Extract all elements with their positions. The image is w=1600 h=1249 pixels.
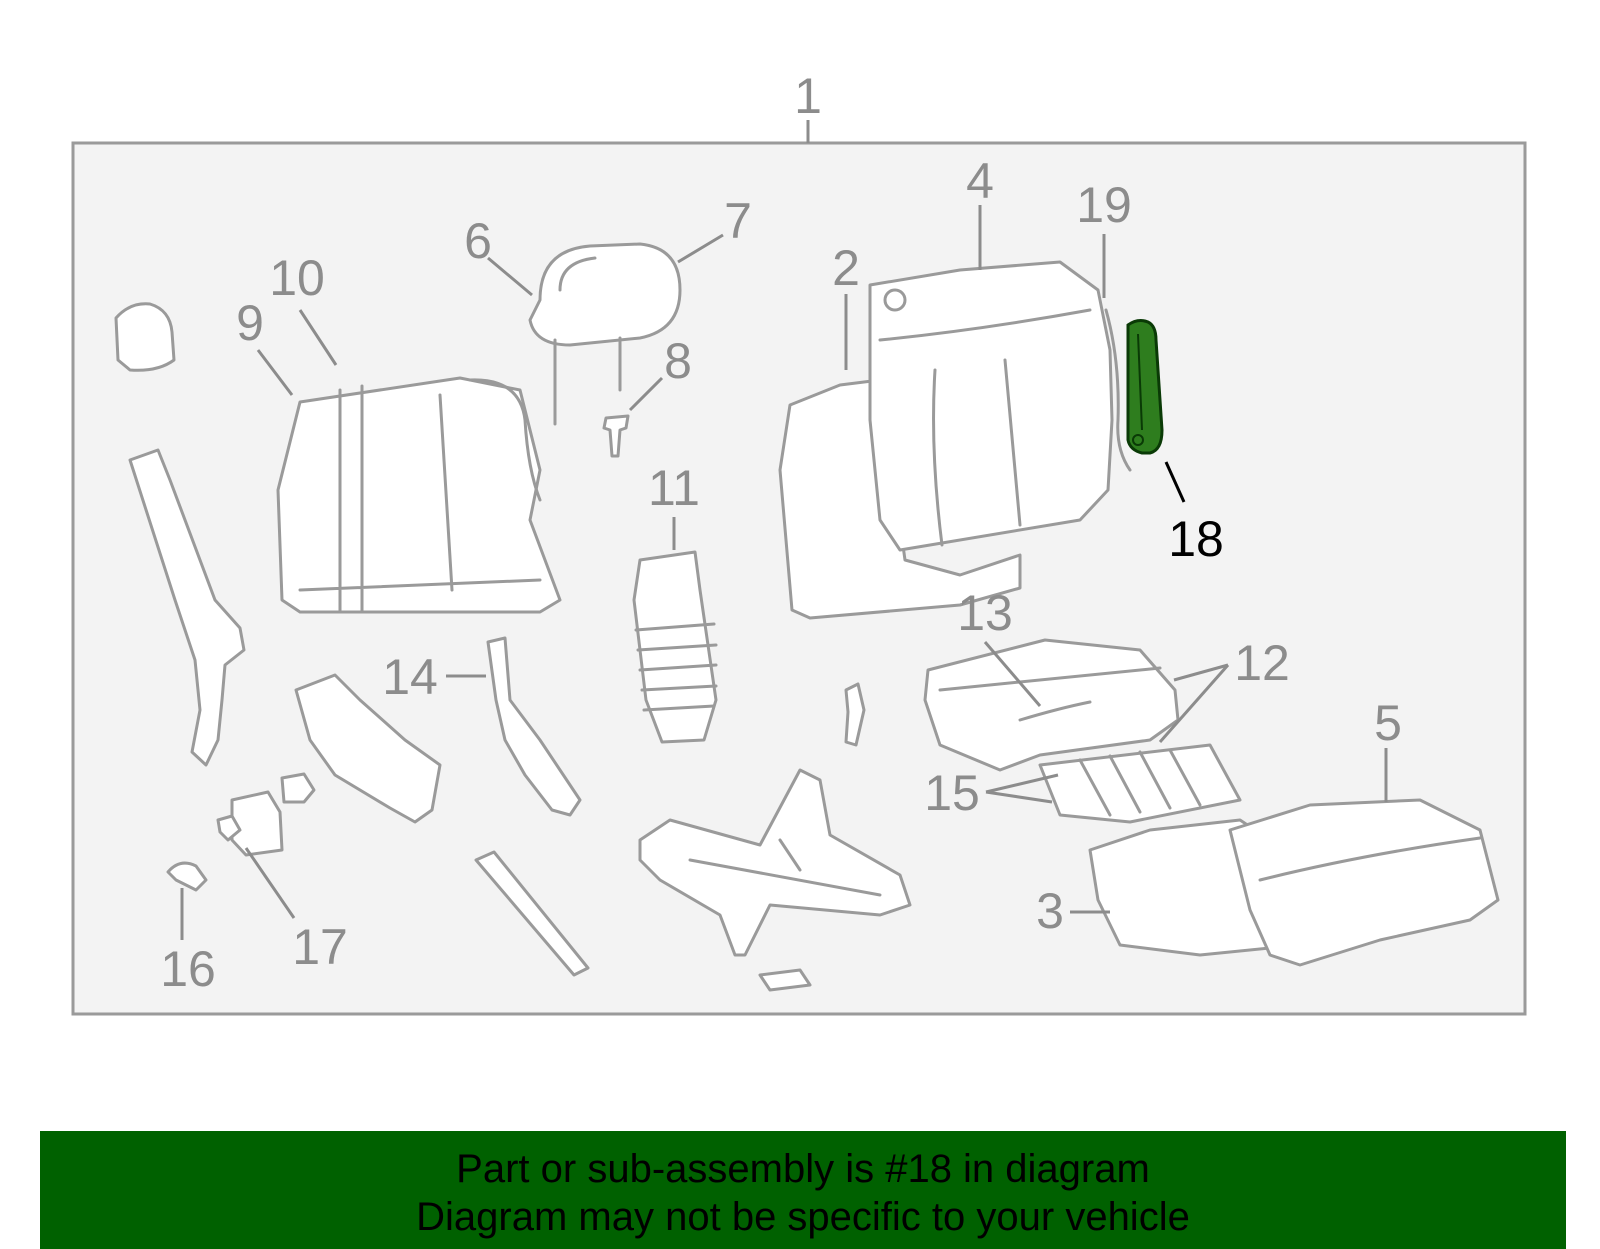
callout-12: 12 <box>1234 635 1290 691</box>
callout-14: 14 <box>382 649 438 705</box>
side-shield <box>128 448 246 767</box>
headrest-guide <box>602 414 630 458</box>
knob <box>166 861 208 892</box>
callout-2: 2 <box>832 240 860 296</box>
side-cover <box>294 673 442 824</box>
banner-line-1: Part or sub-assembly is #18 in diagram <box>456 1147 1150 1191</box>
seat-cushion-frame <box>923 638 1180 772</box>
callout-18: 18 <box>1168 511 1224 567</box>
callout-10: 10 <box>269 250 325 306</box>
callout-labels: 1 2 3 4 5 6 7 8 9 10 11 12 13 14 15 16 1… <box>160 68 1402 997</box>
recliner-arm <box>486 636 582 817</box>
seat-track <box>474 850 590 977</box>
callout-19: 19 <box>1076 177 1132 233</box>
callout-5: 5 <box>1374 695 1402 751</box>
callout-3: 3 <box>1036 883 1064 939</box>
callout-17: 17 <box>292 919 348 975</box>
seat-springs <box>1038 743 1242 824</box>
callout-4: 4 <box>966 153 994 209</box>
leader-18 <box>1164 461 1186 503</box>
callout-7: 7 <box>724 193 752 249</box>
trim-cap <box>114 302 176 372</box>
bracket <box>844 682 866 747</box>
callout-13: 13 <box>957 585 1013 641</box>
callout-1: 1 <box>794 68 822 124</box>
seat-adjuster <box>638 768 912 992</box>
callout-11: 11 <box>648 460 700 516</box>
wire-19 <box>1104 308 1132 472</box>
leader-lines <box>180 205 1388 940</box>
headrest <box>528 242 682 426</box>
seat-cushion <box>1088 798 1500 967</box>
info-banner: Part or sub-assembly is #18 in diagram D… <box>40 1131 1566 1249</box>
highlighted-part-18 <box>1126 319 1164 455</box>
banner-line-2: Diagram may not be specific to your vehi… <box>416 1195 1190 1239</box>
callout-16: 16 <box>160 941 216 997</box>
callout-8: 8 <box>664 333 692 389</box>
lumbar-support <box>632 550 718 744</box>
switch-assembly <box>216 772 316 857</box>
seatback-cushion <box>778 260 1114 620</box>
callout-15: 15 <box>924 765 980 821</box>
callout-9: 9 <box>236 295 264 351</box>
callout-6: 6 <box>464 213 492 269</box>
seatback-frame <box>276 376 562 614</box>
diagram-canvas: 1 2 3 4 5 6 7 8 9 10 11 12 13 14 15 16 1… <box>71 68 1527 1016</box>
